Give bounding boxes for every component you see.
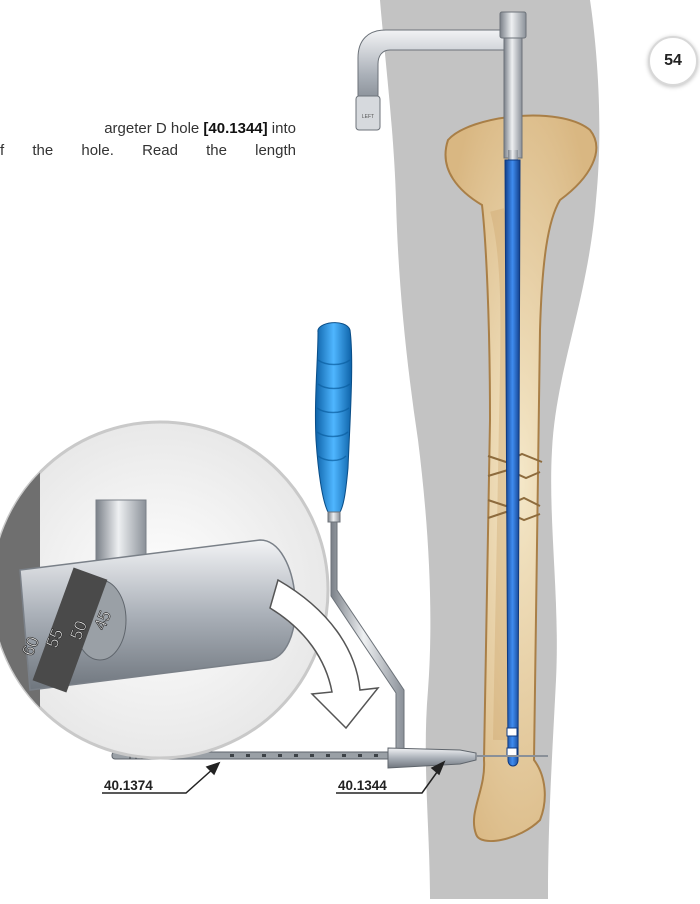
insertion-shaft [500, 12, 526, 180]
instruction-line1-tail: into [268, 120, 296, 137]
page-number-badge: 54 [648, 36, 698, 86]
instruction-text: argeter D hole [40.1344] into f the hole… [0, 118, 296, 162]
bracket-label: LEFT [362, 114, 374, 120]
instruction-line1: argeter D hole [104, 120, 203, 137]
callout-measure-device: 40.1374 [104, 778, 153, 793]
intramedullary-nail [505, 160, 520, 766]
instruction-reference: [40.1344] [203, 120, 267, 137]
instruction-line2: f the hole. Read the length [0, 140, 296, 162]
callout-sleeve: 40.1344 [338, 778, 387, 793]
